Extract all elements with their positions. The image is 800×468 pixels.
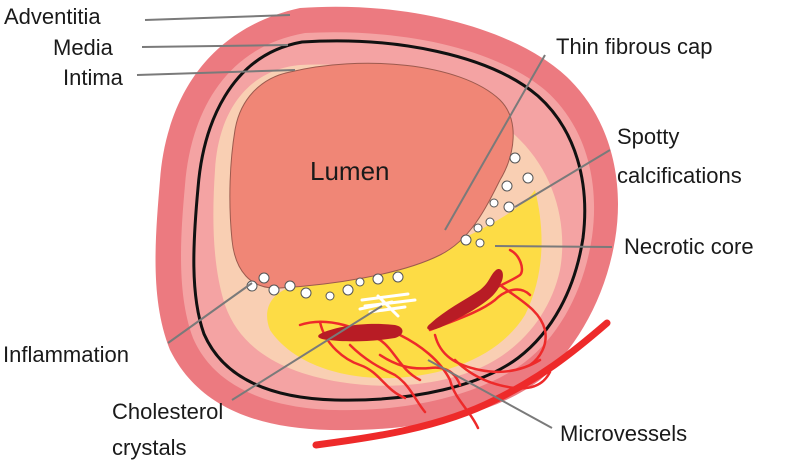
inflammation-cell — [284, 280, 296, 292]
label-cholesterol-crystals-line1: Cholesterol — [112, 399, 223, 424]
label-spotty-calcifications-line1: Spotty — [617, 124, 679, 149]
leader-microvessels — [427, 359, 553, 429]
label-microvessels: Microvessels — [560, 421, 687, 446]
elastic-lamina — [192, 39, 587, 402]
calcification-spot — [475, 238, 485, 248]
leader-spotty-calcifications — [514, 149, 611, 208]
inflammation-cell — [372, 273, 384, 285]
leader-thin-fibrous-cap — [444, 54, 546, 231]
leader-adventitia — [144, 14, 291, 21]
hemorrhage-region — [427, 269, 503, 330]
inflammation-cell — [268, 284, 280, 296]
label-thin-fibrous-cap: Thin fibrous cap — [556, 34, 713, 59]
leader-necrotic-core — [494, 245, 613, 248]
vasa-vasorum — [312, 319, 611, 449]
calcification-spot — [460, 234, 472, 246]
calcification-spot — [501, 180, 513, 192]
label-spotty-calcifications-line2: calcifications — [617, 163, 742, 188]
label-media: Media — [53, 35, 114, 60]
inflammation-cell — [258, 272, 270, 284]
label-cholesterol-crystals-line2: crystals — [112, 435, 187, 460]
calcification-spot — [509, 152, 521, 164]
leader-media — [141, 44, 289, 48]
inflammation-cell — [300, 287, 312, 299]
inflammation-cell — [325, 291, 335, 301]
calcification-spot — [503, 201, 515, 213]
calcification-spot — [473, 223, 483, 233]
hemorrhage-region — [318, 323, 403, 342]
inflammation-cell — [355, 277, 365, 287]
label-inflammation: Inflammation — [3, 342, 129, 367]
intraplaque-hemorrhage — [318, 269, 503, 342]
calcification-spot — [489, 198, 499, 208]
leader-cholesterol-crystals — [231, 305, 383, 401]
spotty-calcifications — [460, 152, 534, 248]
cholesterol-crystals — [358, 292, 417, 318]
calcification-spot — [485, 217, 495, 227]
leader-intima — [136, 69, 296, 76]
inflammation-cell — [392, 271, 404, 283]
label-intima: Intima — [63, 65, 124, 90]
label-necrotic-core: Necrotic core — [624, 234, 754, 259]
leader-inflammation — [167, 282, 253, 344]
calcification-spot — [522, 172, 534, 184]
label-adventitia: Adventitia — [4, 4, 101, 29]
label-lumen: Lumen — [310, 156, 390, 186]
lumen — [229, 62, 514, 289]
inflammation-cell — [342, 284, 354, 296]
